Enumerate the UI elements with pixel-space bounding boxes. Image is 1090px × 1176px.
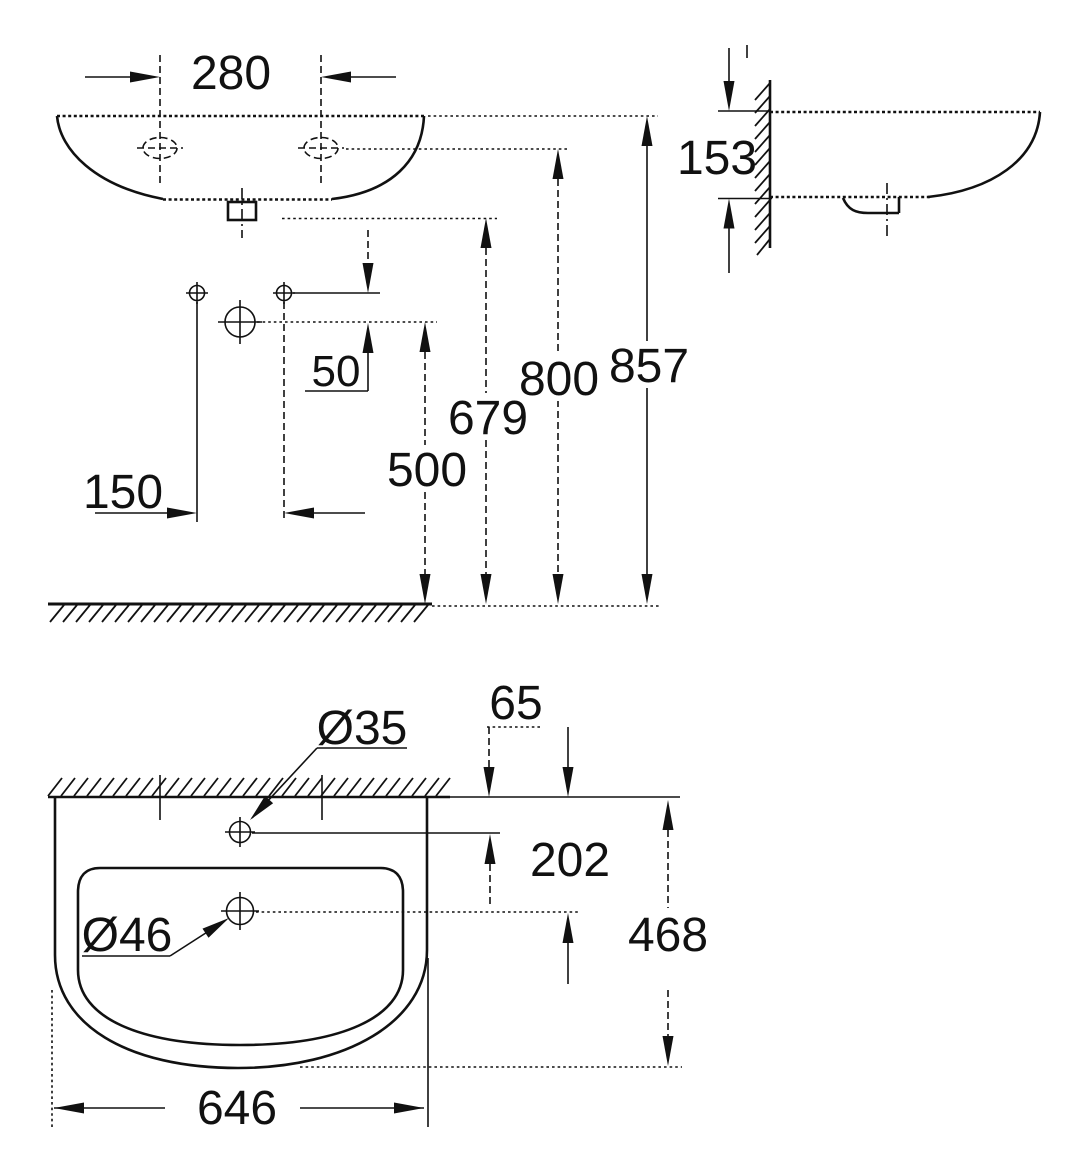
dim-280 — [85, 55, 396, 183]
drain-outlet-circle — [218, 300, 262, 344]
dim-150 — [95, 302, 365, 522]
drain-hole — [221, 892, 259, 930]
faucet-hole — [225, 817, 255, 847]
wall-hatching — [754, 82, 771, 256]
plan-inner-bowl — [76, 866, 405, 1047]
floor-hatching — [49, 604, 429, 623]
front-view — [48, 55, 660, 623]
dim-646-label: 646 — [197, 1082, 277, 1135]
plan-outer-outline — [53, 797, 429, 1070]
plan-wall-hatching — [47, 777, 451, 797]
dim-50-label: 50 — [312, 347, 361, 396]
dim-800-label: 800 — [519, 353, 599, 406]
label-backgrounds — [385, 346, 712, 955]
dim-65 — [483, 726, 540, 905]
dim-468 — [662, 800, 674, 1066]
side-trap-outline — [841, 183, 901, 240]
dim-857-label: 857 — [609, 340, 689, 393]
dim-202 — [562, 727, 574, 984]
plan-view — [47, 726, 682, 1127]
front-left-curve — [55, 115, 164, 201]
leader-dia35 — [250, 747, 407, 820]
dim-50 — [305, 230, 374, 392]
dim-857 — [641, 116, 653, 604]
leader-dia46 — [82, 918, 229, 957]
dim-202-label: 202 — [530, 834, 610, 887]
dimension-labels: 280 153 50 150 500 679 800 857 Ø35 65 20… — [82, 47, 757, 1135]
dim-280-label: 280 — [191, 47, 271, 100]
dim-153-label: 153 — [677, 132, 757, 185]
dim-153 — [718, 48, 772, 273]
dim-65-label: 65 — [489, 677, 542, 730]
side-front-curve — [927, 111, 1042, 199]
supply-connection-right — [273, 282, 295, 304]
dim-679 — [480, 218, 492, 604]
supply-connection-left — [186, 282, 208, 304]
dim-150-label: 150 — [83, 466, 163, 519]
dim-500 — [419, 322, 431, 604]
side-view — [718, 45, 1042, 273]
dim-500-label: 500 — [387, 444, 467, 497]
dim-679-label: 679 — [448, 392, 528, 445]
dim-800 — [552, 149, 564, 604]
dim-dia46-label: Ø46 — [82, 909, 173, 962]
floor-line — [48, 602, 660, 623]
dim-646 — [51, 958, 429, 1127]
front-right-curve — [331, 115, 426, 201]
dim-468-label: 468 — [628, 909, 708, 962]
dim-dia35-label: Ø35 — [317, 702, 408, 755]
